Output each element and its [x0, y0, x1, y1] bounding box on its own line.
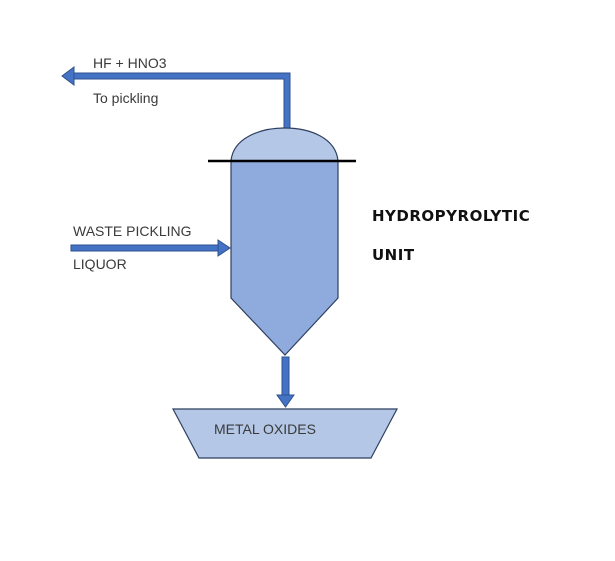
vessel-dome: [230, 127, 339, 162]
discharge-arrowhead: [276, 394, 295, 408]
metal-oxides-tray: [172, 408, 398, 459]
discharge-pipe: [281, 356, 290, 398]
unit-title-line1: HYDROPYROLYTIC: [372, 207, 530, 225]
inlet-label-top: WASTE PICKLING: [73, 223, 192, 239]
vessel-body: [230, 160, 339, 356]
unit-title-line2: UNIT: [372, 246, 415, 264]
inlet-label-bottom: LIQUOR: [73, 256, 127, 272]
inlet-arrowhead: [217, 239, 231, 257]
inlet-pipe: [70, 244, 220, 252]
outlet-arrowhead: [61, 66, 75, 86]
outlet-label-top: HF + HNO3: [93, 55, 167, 71]
outlet-label-bottom: To pickling: [93, 90, 158, 106]
product-label: METAL OXIDES: [214, 421, 316, 437]
